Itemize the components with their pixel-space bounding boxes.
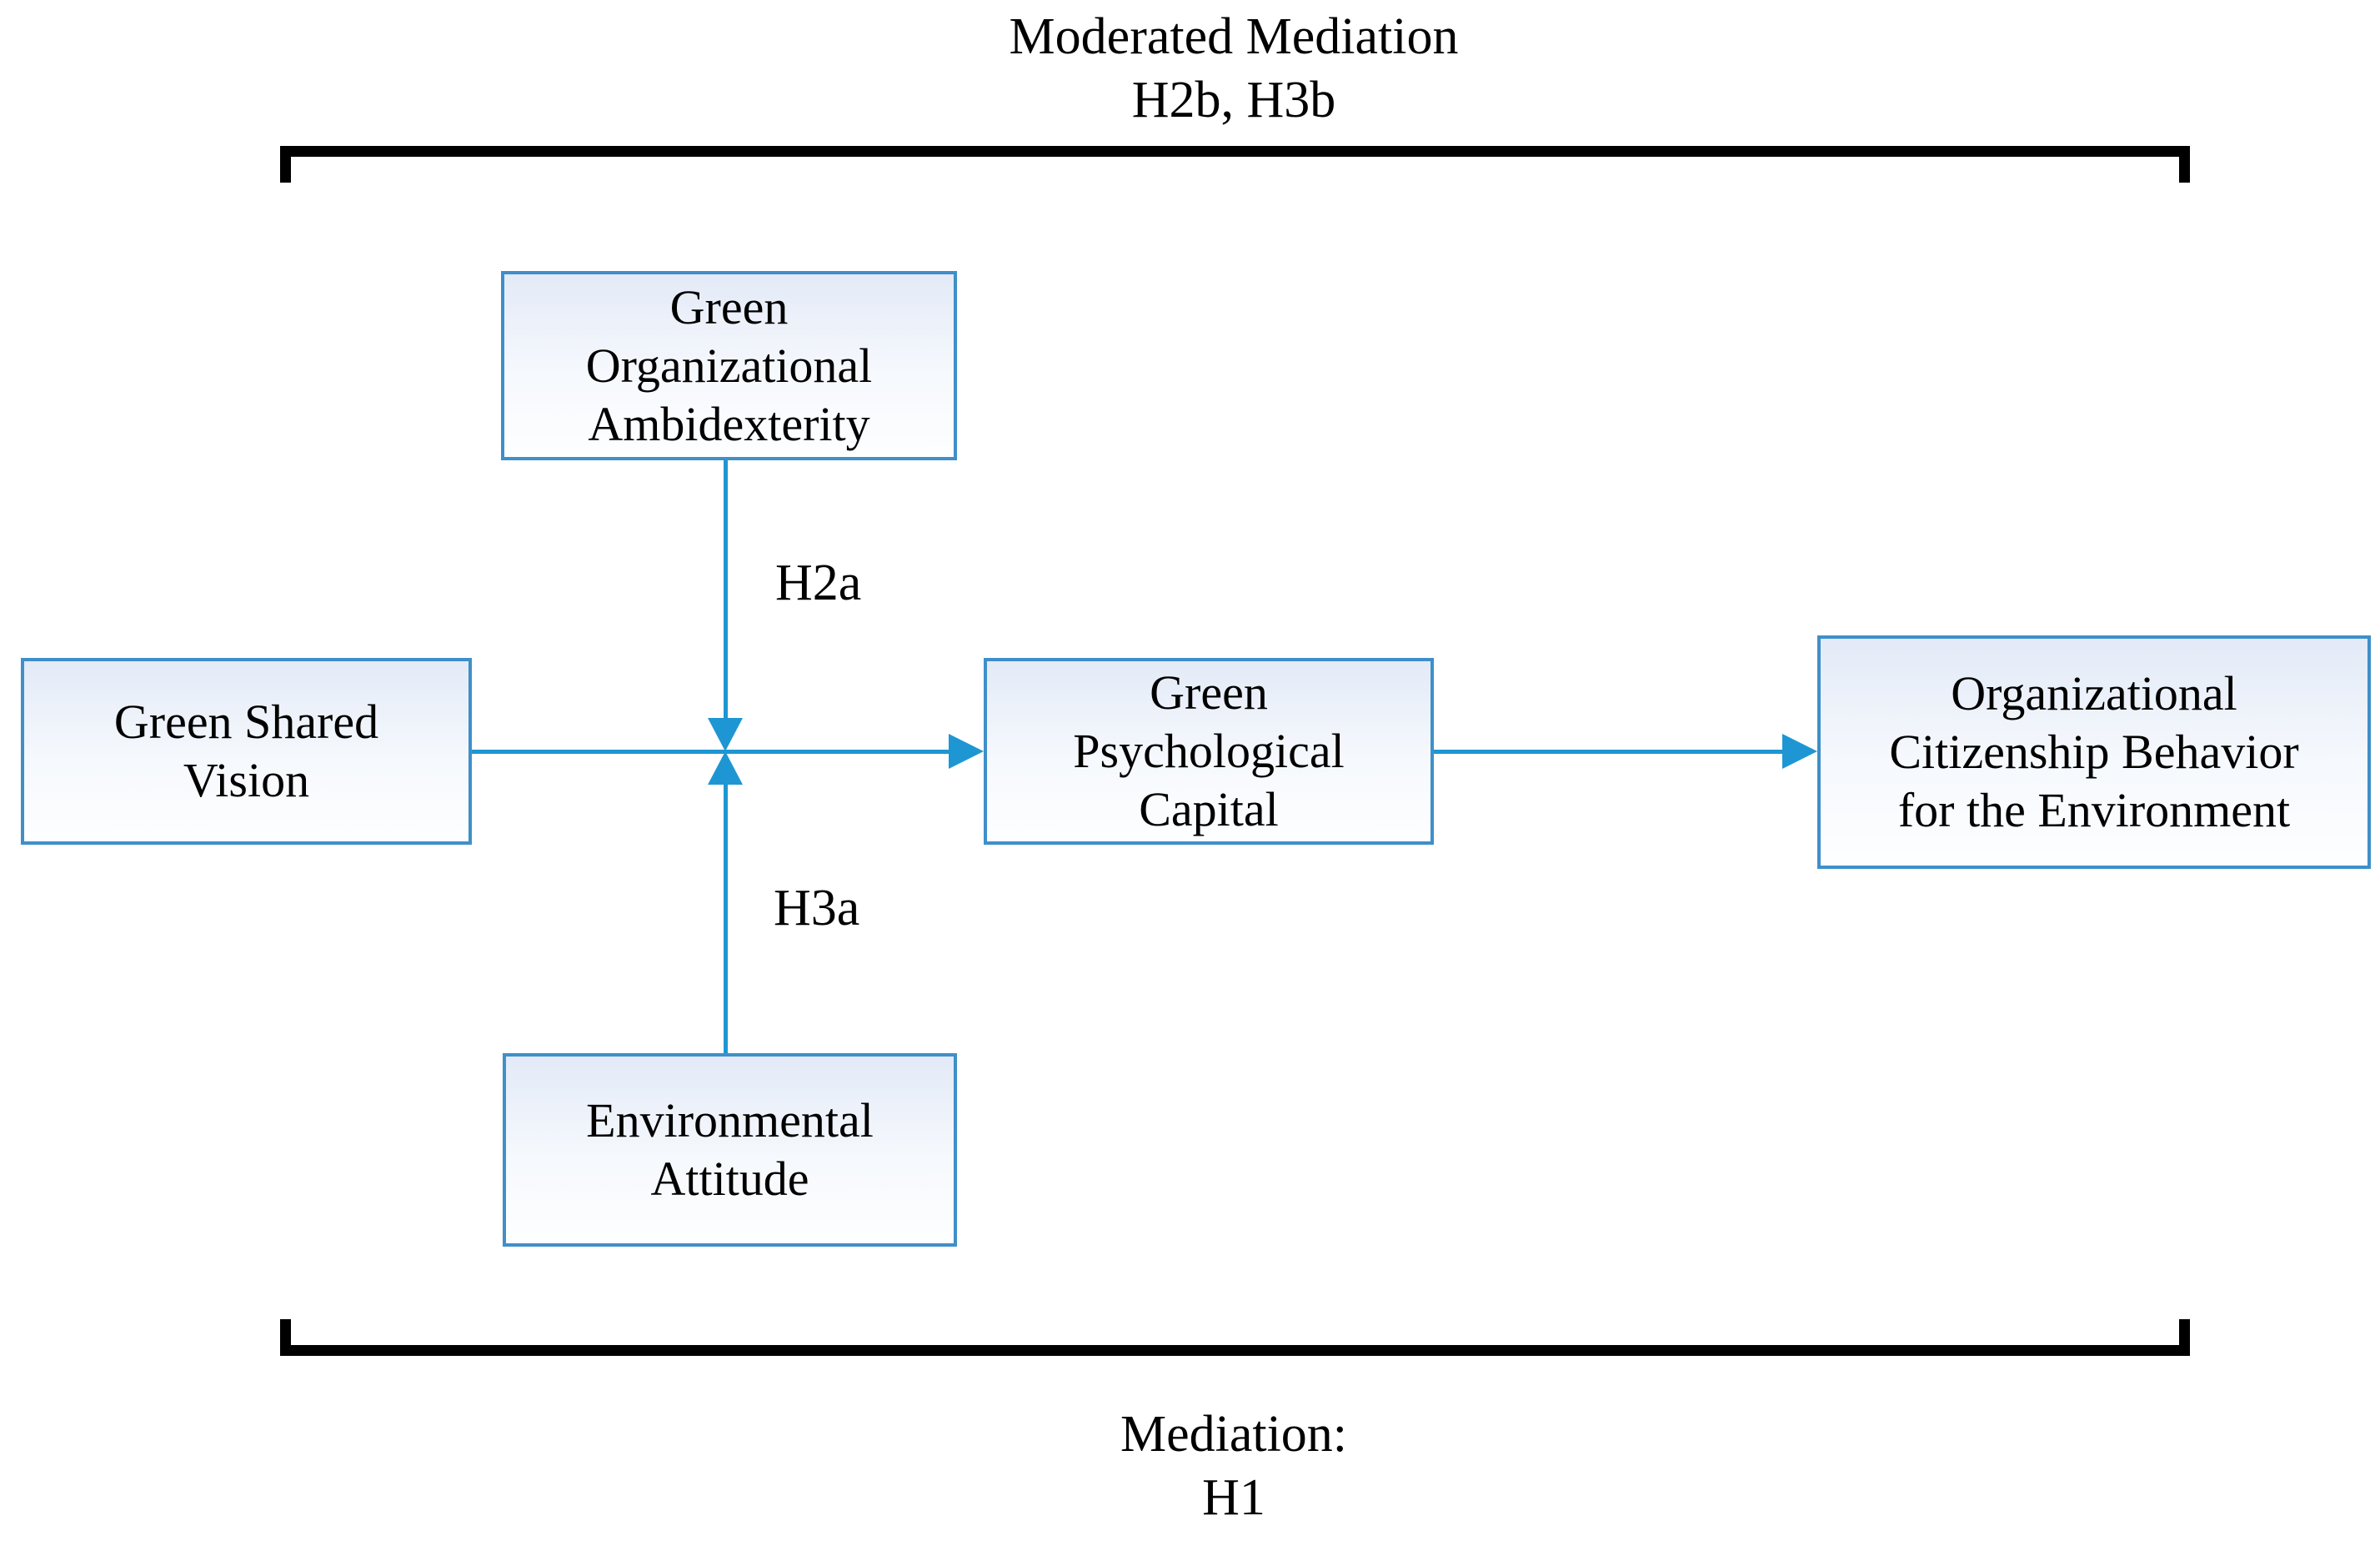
arrow-line-goa-to-crossing [724, 460, 728, 720]
path-label-h3a: H3a [774, 880, 860, 936]
arrowhead-ea-up [708, 751, 743, 785]
bottom-caption-mediation: Mediation: H1 [1120, 1406, 1348, 1526]
arrow-line-gpc-to-ocbe [1434, 750, 1784, 754]
top-bracket [280, 146, 2190, 183]
bottom-bracket [280, 1319, 2190, 1356]
box-label-green-shared-vision: Green Shared Vision [113, 695, 379, 807]
box-organizational-citizenship-behavior: Organizational Citizenship Behavior for … [1817, 635, 2371, 869]
box-green-shared-vision: Green Shared Vision [21, 658, 472, 845]
box-label-green-organizational-ambidexterity: Green Organizational Ambidexterity [585, 279, 873, 451]
arrowhead-gpc-to-ocbe [1782, 734, 1817, 769]
box-label-organizational-citizenship-behavior: Organizational Citizenship Behavior for … [1889, 666, 2299, 837]
path-label-h2a: H2a [775, 555, 862, 611]
box-green-psychological-capital: Green Psychological Capital [984, 658, 1434, 845]
arrowhead-gsv-to-gpc [949, 734, 984, 769]
arrow-line-ea-to-crossing [724, 782, 728, 1053]
box-label-green-psychological-capital: Green Psychological Capital [1073, 665, 1345, 836]
box-environmental-attitude: Environmental Attitude [503, 1053, 957, 1247]
top-caption-moderated-mediation: Moderated Mediation H2b, H3b [1009, 8, 1459, 128]
arrowhead-goa-down [708, 718, 743, 751]
box-green-organizational-ambidexterity: Green Organizational Ambidexterity [501, 271, 957, 460]
box-label-environmental-attitude: Environmental Attitude [586, 1093, 874, 1206]
